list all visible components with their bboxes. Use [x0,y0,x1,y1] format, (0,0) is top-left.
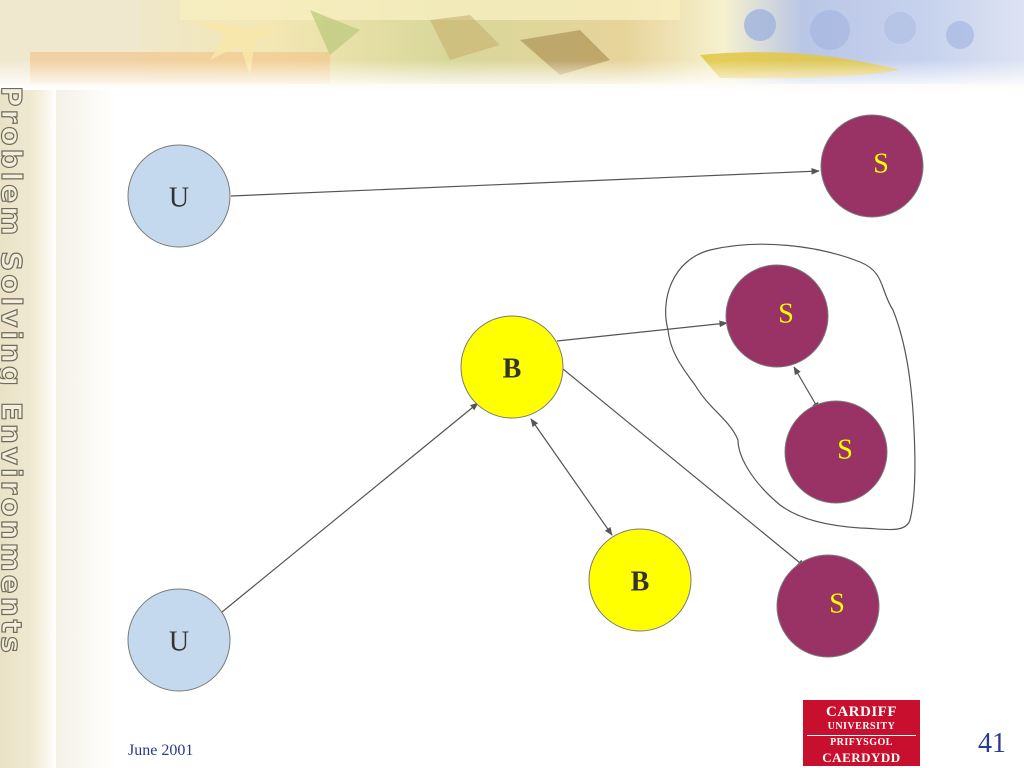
service-node: S [784,400,888,504]
logo-line: PRIFYSGOL [830,737,893,748]
service-node-label: S [837,435,853,466]
edge-broker-to-service-lower [562,368,806,568]
broker-node: B [460,315,564,419]
logo-line: CAERDYDD [822,750,901,765]
edge-service-service [793,366,820,411]
user-node-label: U [169,627,189,658]
service-node: S [725,264,829,368]
cardiff-university-logo: CARDIFF UNIVERSITY PRIFYSGOL CAERDYDD [803,700,920,766]
logo-line: CARDIFF [826,704,897,720]
edge-broker-broker [530,418,613,536]
broker-node-label: B [631,567,650,598]
edge-user-to-broker [221,402,479,613]
broker-node-label: B [503,354,522,385]
service-node-label: S [829,589,845,620]
service-node-label: S [873,149,889,180]
sidebar-fade [56,0,116,768]
service-node-label: S [778,299,794,330]
edge-broker-to-service [556,320,728,342]
sidebar-background [0,0,56,768]
slide-number: 41 [978,728,1006,759]
edge-user-to-service [230,167,820,197]
logo-divider [807,735,916,736]
user-node: U [127,144,231,248]
service-cluster-boundary [665,243,916,531]
broker-node: B [588,528,692,632]
footer-date: June 2001 [128,742,194,759]
service-node: S [820,114,924,218]
user-node: U [127,588,231,692]
header-banner [0,0,1024,90]
logo-line: UNIVERSITY [827,721,896,732]
service-node: S [776,554,880,658]
user-node-label: U [169,183,189,214]
